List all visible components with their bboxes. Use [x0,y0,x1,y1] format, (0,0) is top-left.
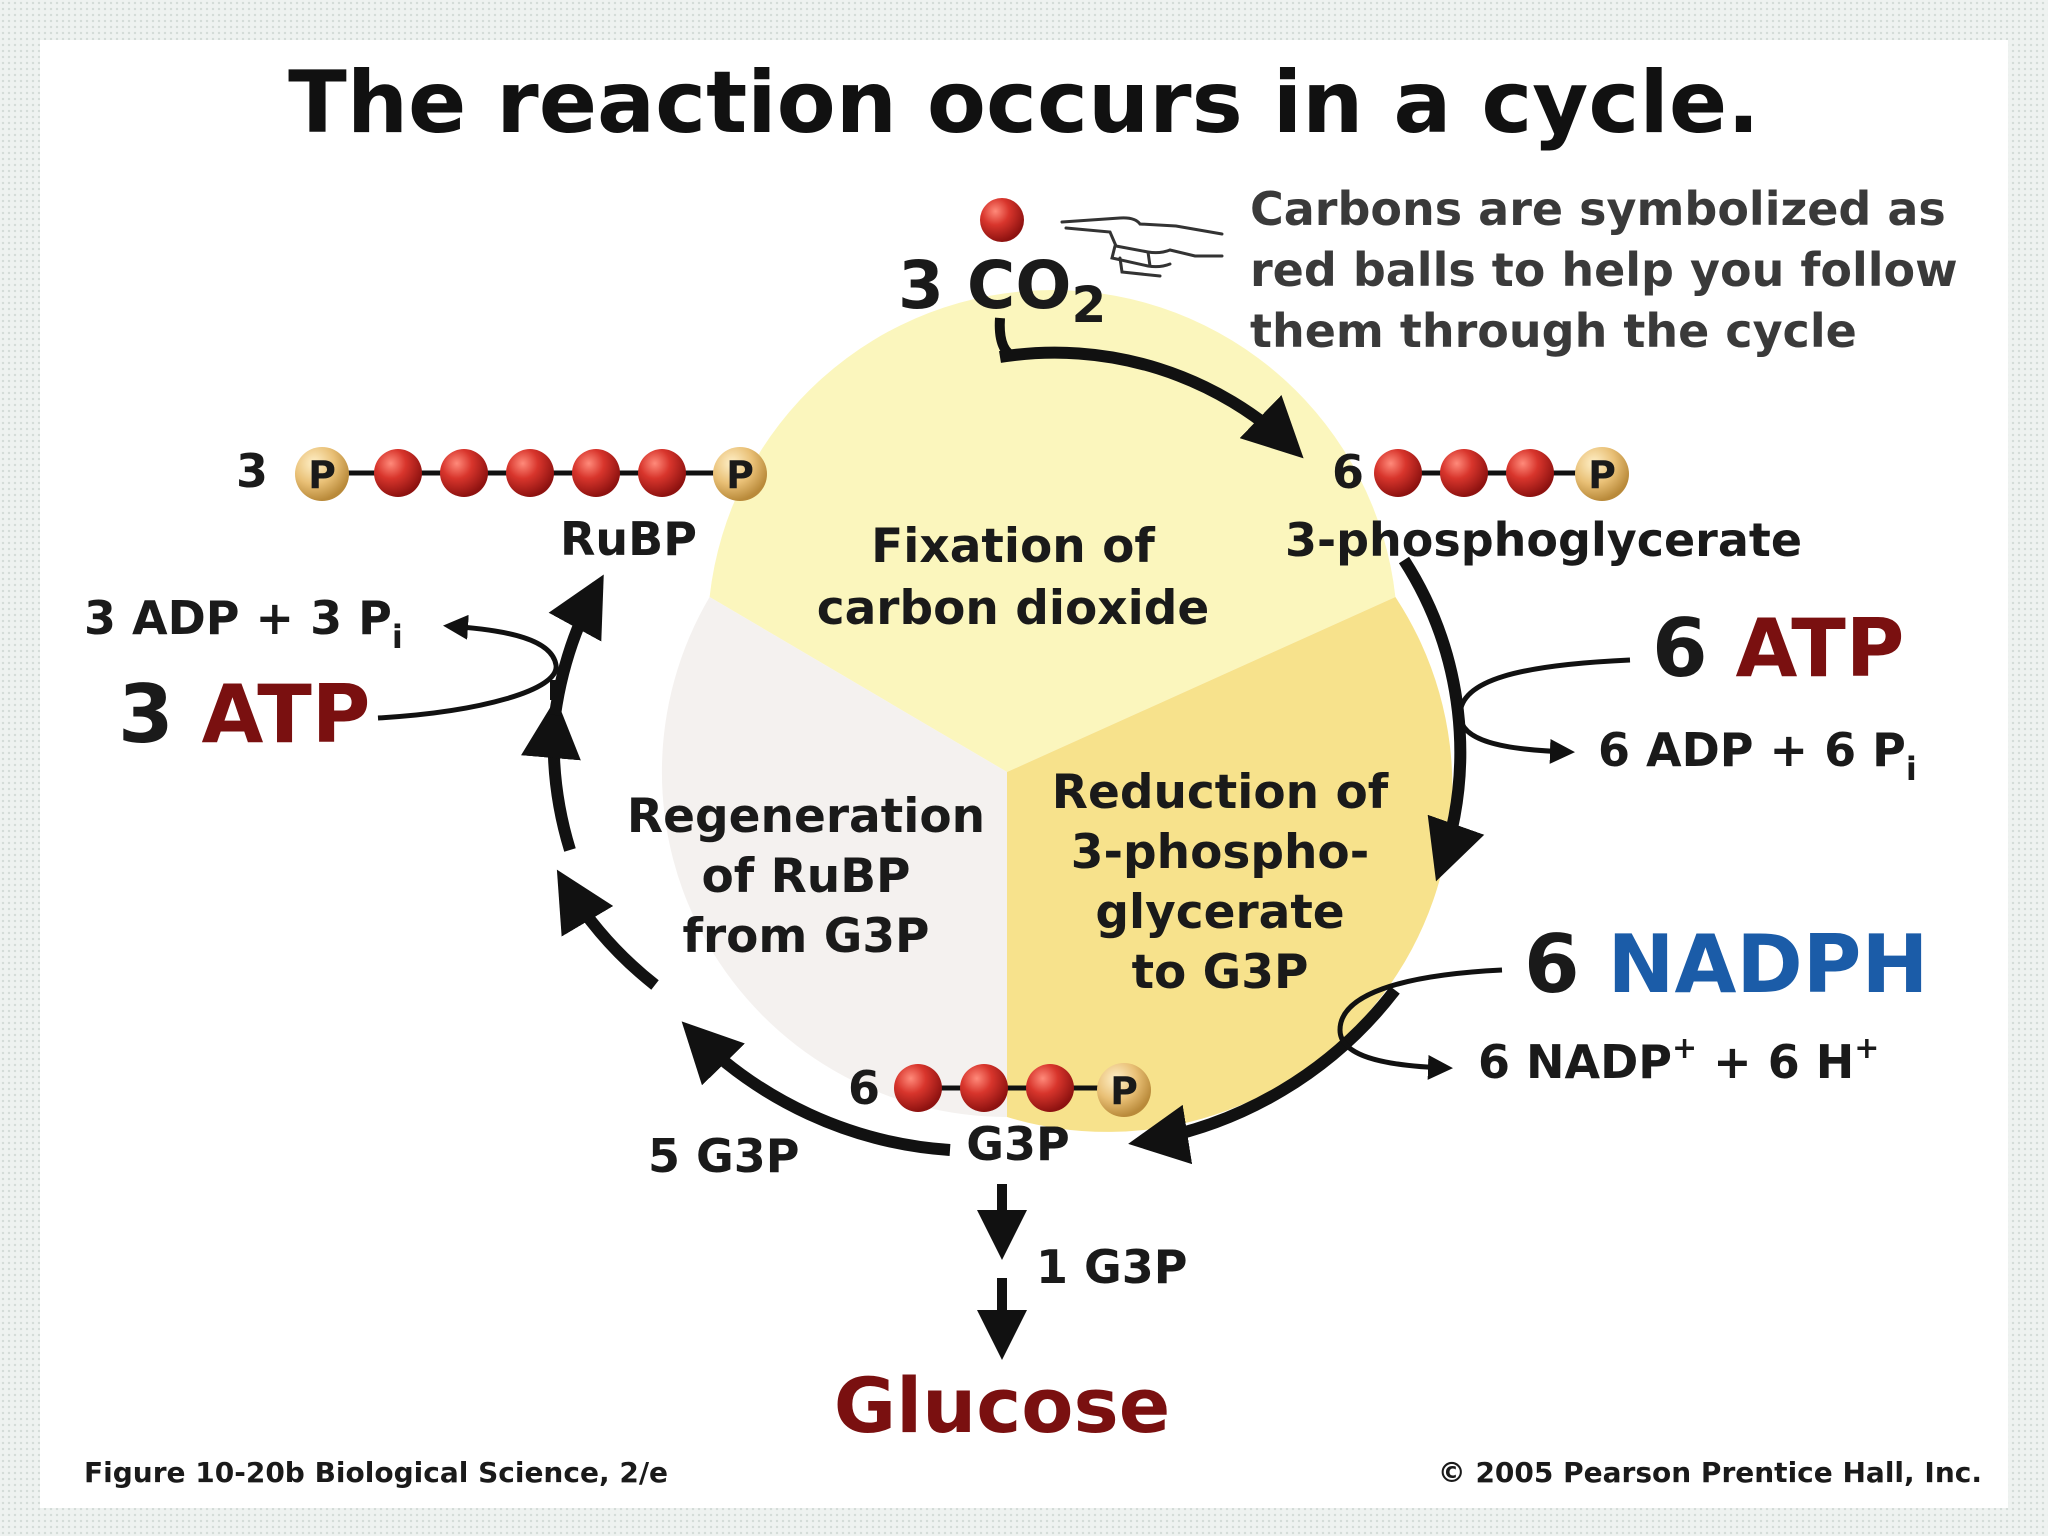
copyright: © 2005 Pearson Prentice Hall, Inc. [1438,1456,1982,1489]
cycle-ring [521,346,1485,1165]
note-line-1: Carbons are symbolized as [1250,182,1946,236]
co2-entry-arrow [994,317,1015,361]
g3p-label: G3P [966,1117,1069,1171]
adp-right-label: 6 ADP + 6 Pi [1598,723,1917,788]
regeneration-label-line-3: from G3P [683,909,930,964]
fixation-label-line-2: carbon dioxide [817,581,1210,636]
page-title: The reaction occurs in a cycle. [288,53,1760,153]
pga-phosphate: P [1588,453,1616,497]
fixation-label-line-1: Fixation of [871,519,1155,574]
nadp-label: 6 NADP+ + 6 H+ [1478,1031,1879,1089]
rubp-phosphate-left: P [308,453,336,497]
one-g3p-label: 1 G3P [1036,1240,1188,1294]
rubp-count: 3 [236,444,268,498]
pga-label: 3-phosphoglycerate [1285,513,1802,567]
reduction-label-line-1: Reduction of [1052,765,1389,820]
g3p-molecule [894,1063,1151,1117]
figure-caption: Figure 10-20b Biological Science, 2/e [84,1456,668,1489]
five-g3p-label: 5 G3P [648,1129,800,1183]
pga-count: 6 [1332,445,1364,499]
co2-carbon-ball [980,198,1024,242]
g3p-phosphate: P [1110,1069,1138,1113]
atp-right-arrow [1457,657,1631,764]
adp-left-label: 3 ADP + 3 Pi [84,591,403,656]
co2-label: 3 CO2 [898,247,1106,334]
rubp-molecule [295,447,767,501]
fixation-sector [709,290,1396,772]
reduction-sector [1007,597,1453,1132]
atp-right-label: 6 ATP [1652,602,1904,695]
pga-molecule [1374,447,1629,501]
reduction-label-line-3: glycerate [1095,885,1344,940]
note-line-2: red balls to help you follow [1250,243,1958,297]
regeneration-label-line-2: of RuBP [701,849,910,904]
g3p-count: 6 [848,1061,880,1115]
regeneration-sector [661,597,1007,1117]
reduction-label-line-2: 3-phospho- [1071,825,1369,880]
rubp-phosphate-right: P [726,453,754,497]
atp-left-arrow [377,614,559,721]
regeneration-label-line-1: Regeneration [627,789,985,844]
reduction-label-line-4: to G3P [1132,945,1309,1000]
hand-pointer-icon [1060,216,1224,278]
glucose-label: Glucose [834,1361,1171,1450]
nadph-label: 6 NADPH [1524,918,1928,1011]
note-line-3: them through the cycle [1250,304,1857,358]
atp-left-label: 3 ATP [118,668,370,761]
rubp-label: RuBP [560,512,697,566]
nadph-arrow [1337,967,1503,1080]
